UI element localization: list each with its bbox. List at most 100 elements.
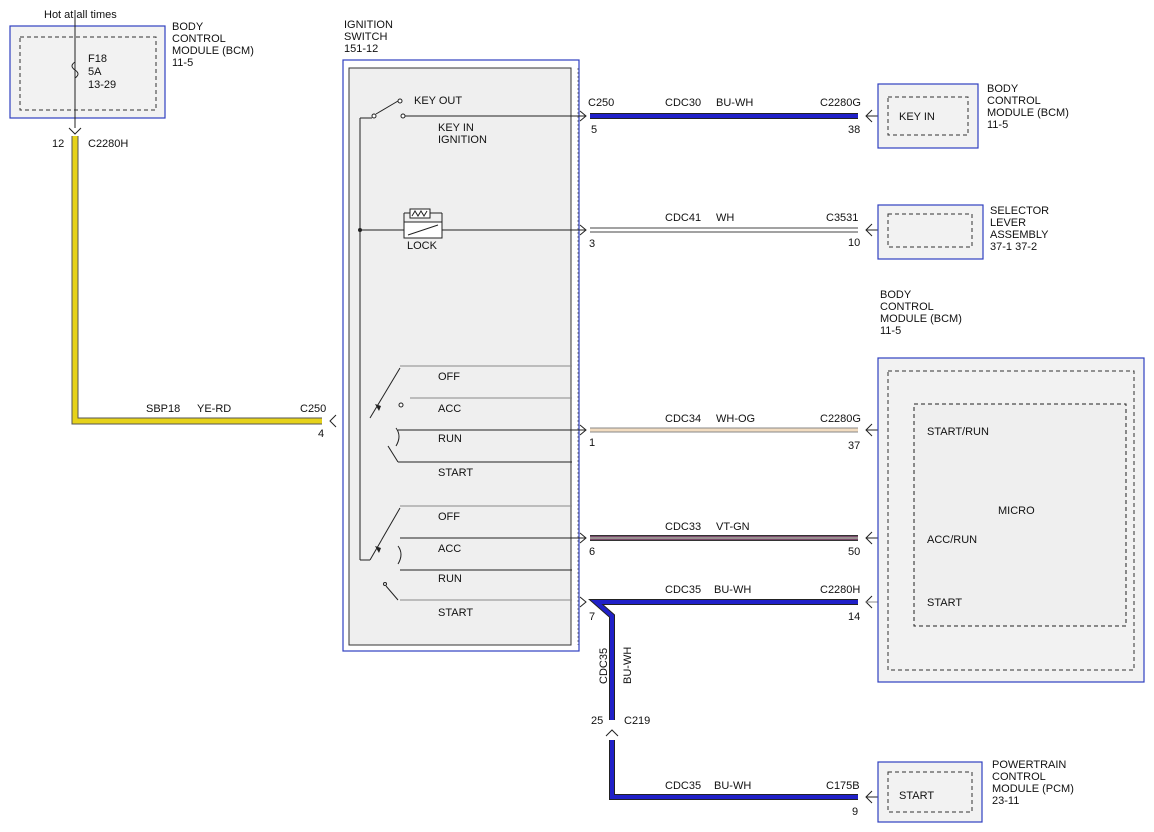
set2-acc: ACC — [438, 543, 461, 555]
acc-run-label: ACC/RUN — [927, 534, 977, 546]
wire-sbp18 — [71, 136, 322, 425]
pcm-conn-right: C175B — [826, 780, 860, 792]
bcm-keyin-box — [877, 83, 979, 149]
bcm-top-connector: C2280H — [88, 138, 128, 150]
sbp-circuit: SBP18 — [146, 403, 180, 415]
pcm-name-3: MODULE (PCM) — [992, 783, 1074, 795]
selector-name-1: SELECTOR — [990, 205, 1049, 217]
hot-label: Hot at all times — [44, 9, 117, 21]
start-label: START — [927, 597, 962, 609]
ignition-switch-inner — [348, 67, 572, 646]
set2-off: OFF — [438, 511, 460, 523]
bcm-top-name-1: BODY — [172, 21, 204, 33]
micro-block — [913, 403, 1127, 627]
bcm-top-pin: 12 — [52, 138, 64, 150]
cdc35-pin-left: 7 — [589, 611, 595, 623]
cdc35-conn-right: C2280H — [820, 584, 860, 596]
cdc35-color: BU-WH — [714, 584, 751, 596]
c219-pin: 25 — [591, 715, 603, 727]
cdc41-conn-right: C3531 — [826, 212, 858, 224]
cdc41-color: WH — [716, 212, 734, 224]
cdc30-pin-left: 5 — [591, 124, 597, 136]
pcm-pin-right: 9 — [852, 806, 858, 818]
cdc30-pin-right: 38 — [848, 124, 860, 136]
set2-run: RUN — [438, 573, 462, 585]
fuse-rating: 5A — [88, 66, 102, 78]
bcm-micro-name-2: CONTROL — [880, 301, 934, 313]
selector-name-4: 37-1 37-2 — [990, 241, 1037, 253]
key-in-label-1: KEY IN — [438, 122, 474, 134]
bcm-fuse-inner — [19, 36, 157, 111]
pcm-name-1: POWERTRAIN — [992, 759, 1066, 771]
cdc34-circuit: CDC34 — [665, 413, 701, 425]
connector-icon — [579, 596, 587, 608]
selector-name-2: LEVER — [990, 217, 1026, 229]
cdc30-circuit: CDC30 — [665, 97, 701, 109]
connector-icon — [68, 127, 82, 135]
pcm-circuit: CDC35 — [665, 780, 701, 792]
key-in-label-2: IGNITION — [438, 134, 487, 146]
fuse-icon — [71, 61, 79, 79]
start-run-label: START/RUN — [927, 426, 989, 438]
cdc34-pin-left: 1 — [589, 437, 595, 449]
cdc33-circuit: CDC33 — [665, 521, 701, 533]
bcm-keyin-inner: KEY IN — [899, 111, 935, 123]
pcm-name-4: 23-11 — [992, 795, 1019, 807]
bcm-micro-name-1: BODY — [880, 289, 912, 301]
bcm-keyin-name-1: BODY — [987, 83, 1019, 95]
cdc34-pin-right: 37 — [848, 440, 860, 452]
c219-conn: C219 — [624, 715, 650, 727]
connector-icon — [579, 110, 587, 122]
cdc41-circuit: CDC41 — [665, 212, 701, 224]
wire-cdc35 — [588, 599, 858, 720]
sbp-color: YE-RD — [197, 403, 231, 415]
cdc34-conn-right: C2280G — [820, 413, 861, 425]
fuse-ref: 13-29 — [88, 79, 116, 91]
connector-icon — [329, 414, 337, 428]
cdc41-pin-left: 3 — [589, 238, 595, 250]
bcm-keyin-name-4: 11-5 — [987, 119, 1008, 131]
selector-name-3: ASSEMBLY — [990, 229, 1049, 241]
bcm-micro-name-4: 11-5 — [880, 325, 901, 337]
sbp-connector: C250 — [300, 403, 326, 415]
cdc34-color: WH-OG — [716, 413, 755, 425]
connector-icon — [579, 424, 587, 436]
ign-title-2: SWITCH — [344, 31, 387, 43]
cdc33-pin-left: 6 — [589, 546, 595, 558]
set2-start: START — [438, 607, 473, 619]
bcm-top-name-2: CONTROL — [172, 33, 226, 45]
pcm-inner: START — [899, 790, 934, 802]
c250-conn: C250 — [588, 97, 614, 109]
cdc30-color: BU-WH — [716, 97, 753, 109]
lock-label: LOCK — [407, 240, 438, 252]
bcm-keyin-name-3: MODULE (BCM) — [987, 107, 1069, 119]
set1-acc: ACC — [438, 403, 461, 415]
selector-box — [877, 204, 984, 260]
connector-icon — [605, 729, 619, 737]
micro-label: MICRO — [998, 505, 1035, 517]
vert-color: BU-WH — [622, 647, 634, 684]
cdc30-conn-right: C2280G — [820, 97, 861, 109]
sbp-pin: 4 — [318, 428, 324, 440]
set1-run: RUN — [438, 433, 462, 445]
fuse-label: F18 — [88, 53, 107, 65]
cdc33-pin-right: 50 — [848, 546, 860, 558]
pcm-color: BU-WH — [714, 780, 751, 792]
ign-title-1: IGNITION — [344, 19, 393, 31]
connector-icon — [579, 532, 587, 544]
cdc33-color: VT-GN — [716, 521, 750, 533]
bcm-micro-name-3: MODULE (BCM) — [880, 313, 962, 325]
bcm-fuse-box — [9, 25, 166, 119]
cdc35-circuit: CDC35 — [665, 584, 701, 596]
ign-title-3: 151-12 — [344, 43, 378, 55]
bcm-top-name-3: MODULE (BCM) — [172, 45, 254, 57]
bcm-keyin-name-2: CONTROL — [987, 95, 1041, 107]
cdc41-pin-right: 10 — [848, 237, 860, 249]
vert-circuit: CDC35 — [598, 648, 610, 684]
bcm-top-name-4: 11-5 — [172, 57, 193, 69]
cdc35-pin-right: 14 — [848, 611, 860, 623]
pcm-name-2: CONTROL — [992, 771, 1046, 783]
set1-start: START — [438, 467, 473, 479]
connector-icon — [579, 224, 587, 236]
